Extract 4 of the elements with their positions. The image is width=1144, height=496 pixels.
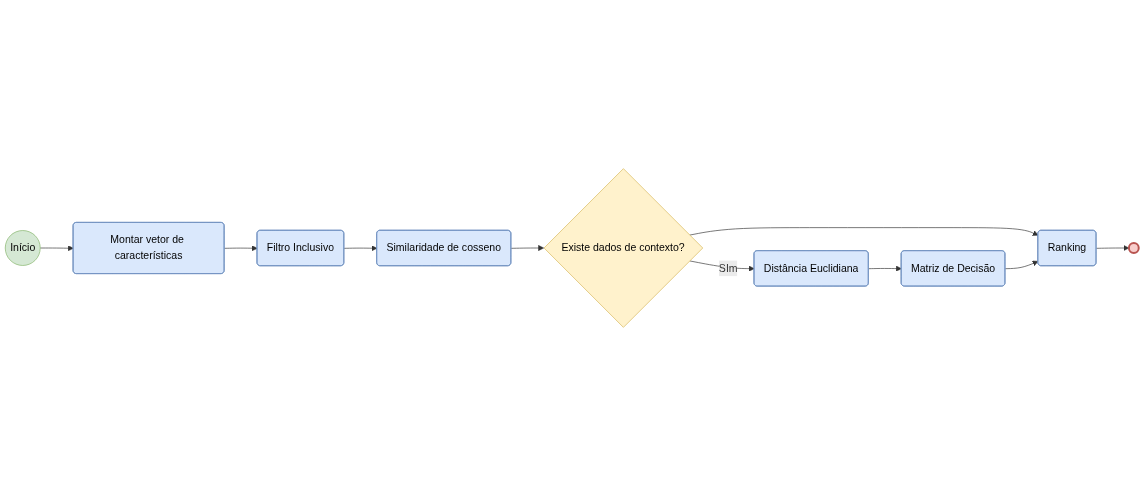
edge-label: SIm	[718, 262, 738, 274]
node-circle: Início	[4, 230, 41, 266]
node-circle	[1127, 242, 1140, 254]
node-diamond: Existe dados de contexto?	[543, 168, 704, 328]
